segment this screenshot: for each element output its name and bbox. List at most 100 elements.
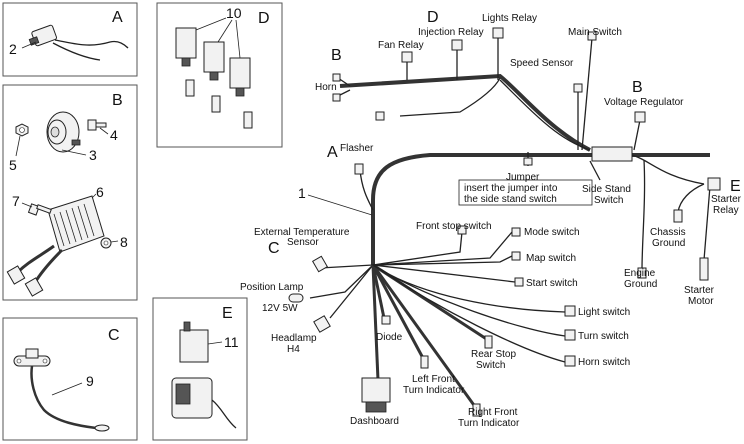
- leader-8: [110, 240, 119, 243]
- leader-4: [99, 127, 109, 135]
- part-number-7: 7: [12, 193, 20, 209]
- label-start-switch: Start switch: [526, 278, 578, 289]
- main-labels: Lights Relay Injection Relay Fan Relay M…: [240, 13, 742, 429]
- panel-c: C 9: [2, 317, 138, 441]
- label-fan-relay: Fan Relay: [378, 40, 424, 51]
- part-number-10: 10: [226, 5, 242, 21]
- label-dashboard: Dashboard: [350, 416, 399, 427]
- part-number-11: 11: [224, 334, 239, 350]
- label-left-front-2: Turn Indicator: [403, 385, 465, 396]
- ref-letter-b-regulator: B: [632, 79, 643, 96]
- label-starter-motor-2: Motor: [688, 296, 714, 307]
- part-number-4: 4: [110, 127, 118, 143]
- main-harness: [309, 36, 711, 409]
- label-flasher: Flasher: [340, 143, 374, 154]
- jumper-note-box: [458, 179, 593, 206]
- leader-10c: [235, 19, 241, 59]
- ref-letter-e: E: [730, 178, 741, 195]
- panel-d-letter: D: [258, 10, 270, 27]
- label-injection-relay: Injection Relay: [418, 27, 484, 38]
- ref-letter-d: D: [427, 9, 439, 26]
- label-headlamp-2: H4: [287, 344, 300, 355]
- label-diode: Diode: [376, 332, 403, 343]
- label-jumper-note-1: insert the jumper into: [464, 183, 558, 194]
- label-starter-relay-2: Relay: [713, 205, 739, 216]
- leader-10b: [217, 19, 233, 43]
- label-side-stand-1: Side Stand: [582, 184, 631, 195]
- horn-part: [46, 111, 81, 153]
- label-engine-ground-2: Ground: [624, 279, 657, 290]
- leader-6: [91, 193, 97, 199]
- panel-e: E 11: [152, 297, 248, 441]
- screw-part: [27, 203, 52, 216]
- temperature-sensor-part: [13, 348, 110, 432]
- ref-letter-c: C: [268, 240, 280, 257]
- panel-b-frame: [2, 84, 138, 301]
- label-right-front-2: Turn Indicator: [458, 418, 520, 429]
- label-chassis-ground-2: Ground: [652, 238, 685, 249]
- label-position-lamp-1: Position Lamp: [240, 282, 304, 293]
- part-number-3: 3: [89, 147, 97, 163]
- label-ext-temp-1: External Temperature: [254, 227, 350, 238]
- part-number-8: 8: [120, 234, 128, 250]
- label-light-switch: Light switch: [578, 307, 630, 318]
- leader-2: [21, 41, 37, 49]
- leader-10a: [195, 17, 227, 31]
- part-2-connector: [28, 24, 129, 61]
- label-map-switch: Map switch: [526, 253, 576, 264]
- label-main-switch: Main Switch: [568, 27, 622, 38]
- label-starter-relay-1: Starter: [711, 194, 742, 205]
- nut-part: [15, 123, 29, 137]
- label-rear-stop-2: Switch: [476, 360, 505, 371]
- panel-c-letter: C: [108, 327, 120, 344]
- panel-c-frame: [2, 317, 138, 441]
- panel-d-frame: [156, 2, 283, 148]
- label-mode-switch: Mode switch: [524, 227, 580, 238]
- ref-letter-a: A: [327, 144, 338, 161]
- label-starter-motor-1: Starter: [684, 285, 715, 296]
- washer-part: [100, 237, 112, 249]
- label-horn: Horn: [315, 82, 337, 93]
- leader-5: [15, 135, 21, 157]
- part-number-5: 5: [9, 157, 17, 173]
- label-lights-relay: Lights Relay: [482, 13, 537, 24]
- leader-1: [307, 194, 373, 216]
- leader-7: [21, 202, 33, 208]
- label-rear-stop-1: Rear Stop: [471, 349, 516, 360]
- leader-3: [61, 149, 87, 156]
- label-jumper: Jumper: [506, 172, 540, 183]
- starter-relay-part: [171, 321, 237, 429]
- panel-a-frame: [2, 2, 138, 77]
- label-headlamp-1: Headlamp: [271, 333, 317, 344]
- panel-e-letter: E: [222, 305, 233, 322]
- label-voltage-regulator: Voltage Regulator: [604, 97, 684, 108]
- label-speed-sensor: Speed Sensor: [510, 58, 574, 69]
- harness-number: 1: [298, 185, 306, 201]
- ref-letter-b-horn: B: [331, 47, 342, 64]
- panel-e-frame: [152, 297, 248, 441]
- part-number-9: 9: [86, 373, 94, 389]
- panel-b-letter: B: [112, 92, 123, 109]
- leader-9: [51, 382, 83, 396]
- panel-a: A 2: [2, 2, 138, 77]
- part-number-6: 6: [96, 184, 104, 200]
- panel-d: D 10: [156, 2, 283, 148]
- panel-b: B 3 4 5: [2, 84, 138, 301]
- label-left-front-1: Left Front: [412, 374, 455, 385]
- relay-part: [175, 27, 253, 129]
- bolt-part: [87, 119, 107, 131]
- label-turn-switch: Turn switch: [578, 331, 629, 342]
- label-right-front-1: Right Front: [468, 407, 518, 418]
- label-ext-temp-2: Sensor: [287, 237, 319, 248]
- main-connectors: [288, 27, 721, 417]
- label-position-lamp-2: 12V 5W: [262, 303, 298, 314]
- label-engine-ground-1: Engine: [624, 268, 656, 279]
- panel-a-letter: A: [112, 9, 123, 26]
- label-chassis-ground-1: Chassis: [650, 227, 686, 238]
- label-side-stand-2: Switch: [594, 195, 623, 206]
- label-horn-switch: Horn switch: [578, 357, 630, 368]
- voltage-regulator-part: [6, 195, 105, 297]
- label-front-stop-switch: Front stop switch: [416, 221, 492, 232]
- leader-11: [207, 341, 223, 345]
